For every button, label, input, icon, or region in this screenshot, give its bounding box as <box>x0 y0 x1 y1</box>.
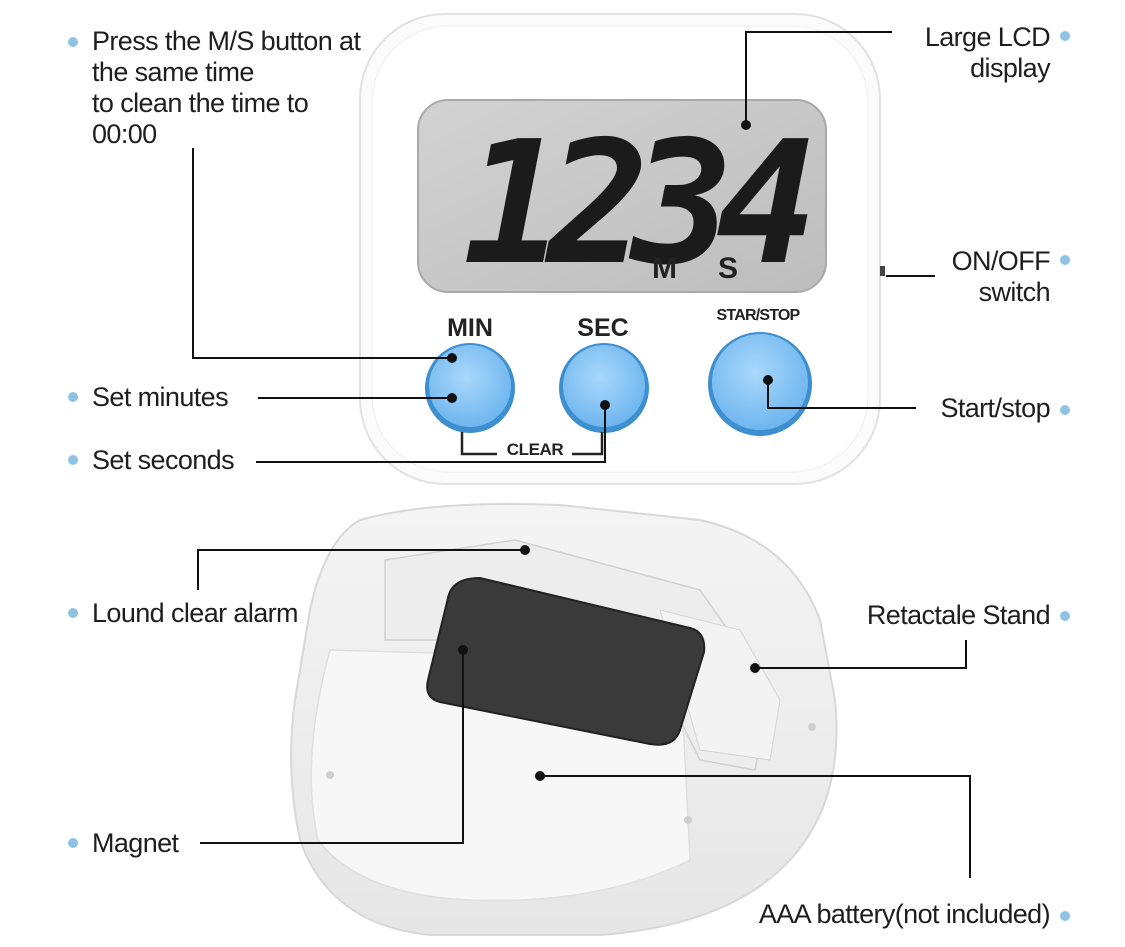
sec-button[interactable] <box>559 343 649 433</box>
leader-dots <box>447 120 773 781</box>
callout-set-seconds: Set seconds <box>92 445 235 475</box>
clear-label: CLEAR <box>507 440 564 459</box>
start-stop-button[interactable] <box>708 332 812 436</box>
bullet-set-seconds-icon <box>68 455 78 465</box>
min-button-label: MIN <box>447 314 493 342</box>
bullet-large-lcd-icon <box>1060 31 1070 41</box>
lcd-screen: 1234 M S <box>417 99 827 303</box>
min-button[interactable] <box>425 343 515 433</box>
callout-press-ms-line-2: the same time <box>92 57 254 87</box>
bullet-on-off-icon <box>1060 255 1070 265</box>
callout-press-ms-line-4: 00:00 <box>92 119 157 149</box>
callout-press-ms: Press the M/S button at the same time to… <box>92 26 432 150</box>
callout-large-lcd-line-2: display <box>970 53 1050 83</box>
bullet-magnet-icon <box>68 838 78 848</box>
callout-press-ms-line-3: to clean the time to <box>92 88 309 118</box>
bullet-press-ms-icon <box>68 37 78 47</box>
callout-large-lcd-line-1: Large LCD <box>924 22 1051 52</box>
sec-button-label: SEC <box>577 314 628 342</box>
callout-battery: AAA battery(not included) <box>758 899 1051 929</box>
on-off-switch[interactable] <box>880 266 885 276</box>
callout-start-stop: Start/stop <box>940 393 1050 423</box>
bullet-battery-icon <box>1060 911 1070 921</box>
leader-lines <box>192 31 971 878</box>
callout-alarm: Lound clear alarm <box>92 598 299 628</box>
magnet-block <box>426 576 706 746</box>
callout-on-off: ON/OFF switch <box>880 246 1051 308</box>
lcd-unit-seconds: S <box>718 252 738 285</box>
lcd-digits: 1234 <box>463 105 809 303</box>
callout-press-ms-line-1: Press the M/S button at <box>92 26 361 56</box>
callout-on-off-line-2: switch <box>978 277 1051 307</box>
bullet-start-stop-icon <box>1060 405 1070 415</box>
start-stop-button-label: STAR/STOP <box>717 307 801 324</box>
callout-magnet: Magnet <box>92 828 179 858</box>
lcd-unit-minutes: M <box>652 252 677 285</box>
callout-large-lcd: Large LCD display <box>850 22 1051 84</box>
bullet-alarm-icon <box>68 608 78 618</box>
callout-set-minutes: Set minutes <box>92 382 229 412</box>
bullet-stand-icon <box>1060 611 1070 621</box>
callout-stand: Retactale Stand <box>866 600 1051 630</box>
callout-on-off-line-1: ON/OFF <box>951 246 1051 276</box>
bullet-set-minutes-icon <box>68 392 78 402</box>
